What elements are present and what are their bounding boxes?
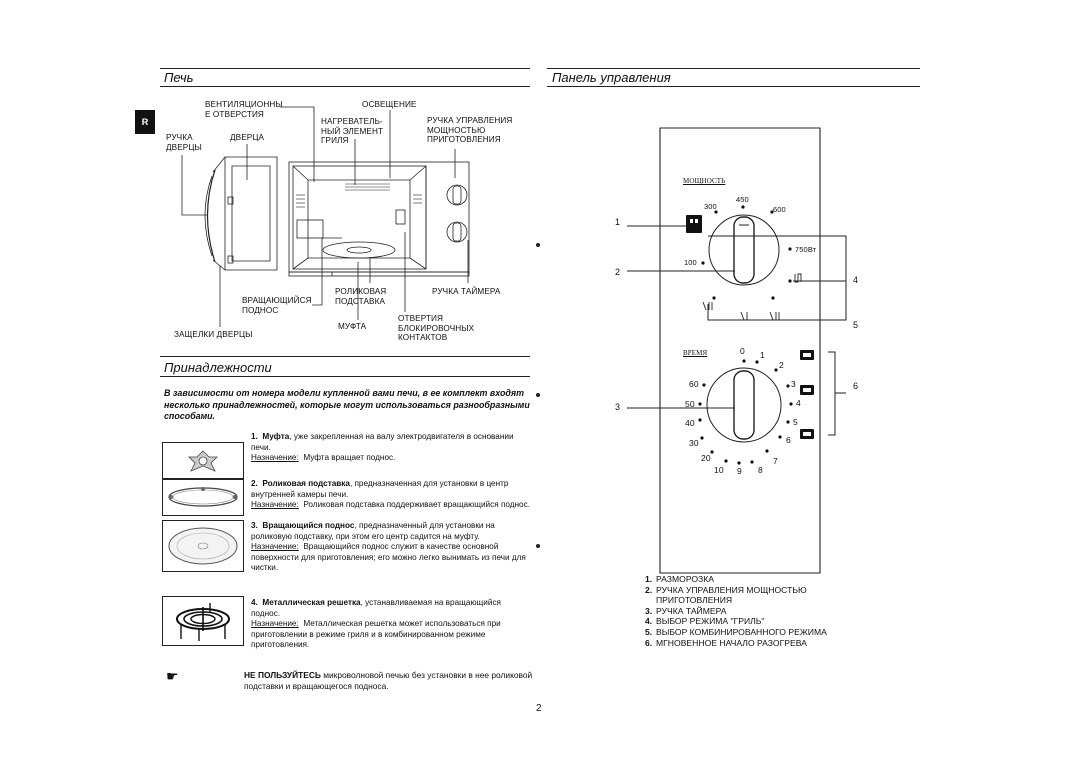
accessory-item-3: 3. Вращающийся поднос, предназначенный д… [251,521,526,573]
timer-mark-2: 2 [779,360,784,370]
roller-label: РОЛИКОВАЯ ПОДСТАВКА [335,287,387,306]
power-mark-450: 450 [736,195,749,204]
timer-mark-8: 8 [758,465,763,475]
accessory-item-4: 4. Металлическая решетка, устанавливаема… [251,598,501,650]
door-label: ДВЕРЦА [230,133,265,142]
timer-mark-20: 20 [701,453,711,463]
timer-mark-50: 50 [685,399,695,409]
timer-knob-label: РУЧКА ТАЙМЕРА [432,287,501,296]
light-label: ОСВЕЩЕНИЕ [362,100,417,109]
power-knob-label: РУЧКА УПРАВЛЕНИЯ МОЩНОСТЬЮ ПРИГОТОВЛЕНИЯ [427,116,513,145]
accessories-section-rule [160,376,530,377]
legend-item: 2.РУЧКА УПРАВЛЕНИЯ МОЩНОСТЬЮ [645,584,807,595]
timer-mark-0: 0 [740,346,745,356]
callout-4: 4 [853,275,859,285]
legend-item: 4.ВЫБОР РЕЖИМА "ГРИЛЬ" [645,616,765,627]
purpose-label: Назначение: [251,453,299,463]
power-mark-100: 100 [684,258,697,267]
accessories-intro: В зависимости от номера модели купленной… [164,388,530,421]
roller-ring-image [162,479,244,516]
warning-text: НЕ ПОЛЬЗУЙТЕСЬ микроволновой печью без у… [244,670,533,691]
callout-1: 1 [615,217,621,227]
accessories-top-rule [160,356,530,357]
legend-item: 1.РАЗМОРОЗКА [645,574,714,584]
timer-mark-7: 7 [773,456,778,466]
timer-mark-9: 9 [737,466,742,476]
accessory-item-1: 1. Муфта, уже закрепленная на валу элект… [251,432,514,463]
vent-label: ВЕНТИЛЯЦИОННЫ Е ОТВЕРСТИЯ [205,100,283,119]
timer-mark-3: 3 [791,379,796,389]
metal-rack-image [162,596,244,646]
purpose-label: Назначение: [251,542,299,552]
timer-mark-4: 4 [796,398,801,408]
oven-section-rule [160,86,530,87]
panel-top-rule [547,68,920,69]
callout-2: 2 [615,267,621,277]
timer-mark-40: 40 [685,418,695,428]
grill-label: НАГРЕВАТЕЛЬ- НЫЙ ЭЛЕМЕНТ ГРИЛЯ [321,117,384,146]
power-title: МОЩНОСТЬ [683,177,726,185]
power-mark-750: 750Вт [795,245,817,254]
side-tab: R [135,110,155,134]
latches-label: ЗАЩЕЛКИ ДВЕРЦЫ [174,330,253,339]
panel-section-title: Панель управления [552,70,671,85]
callout-3: 3 [615,402,621,412]
hand-pointer-icon: ☛ [166,668,179,684]
oven-top-rule [160,68,530,69]
legend-item: 6.МГНОВЕННОЕ НАЧАЛО РАЗОГРЕВА [645,637,807,648]
timer-mark-1: 1 [760,350,765,360]
handle-label: РУЧКА ДВЕРЦЫ [166,133,202,152]
interlock-label: ОТВЕРТИЯ БЛОКИРОВОЧНЫХ КОНТАКТОВ [398,314,475,343]
timer-mark-10: 10 [714,465,724,475]
timer-mark-60: 60 [689,379,699,389]
timer-mark-5: 5 [793,417,798,427]
power-mark-300: 300 [704,202,717,211]
legend-item: ПРИГОТОВЛЕНИЯ [656,595,733,606]
turntable-image [162,520,244,572]
oven-section-title: Печь [164,70,194,85]
power-mark-600: 600 [773,205,786,214]
callout-5: 5 [853,320,859,330]
coupler-image [162,442,244,479]
timer-title: ВРЕМЯ [683,349,708,357]
timer-mark-6: 6 [786,435,791,445]
accessories-section-title: Принадлежности [164,360,272,375]
legend-item: 3.РУЧКА ТАЙМЕРА [645,605,727,616]
panel-section-rule [547,86,920,87]
timer-mark-30: 30 [689,438,699,448]
accessory-item-2: 2. Роликовая подставка, предназначенная … [251,479,530,510]
callout-6: 6 [853,381,859,391]
purpose-label: Назначение: [251,500,299,510]
coupler-label: МУФТА [338,322,367,331]
legend-item: 5.ВЫБОР КОМБИНИРОВАННОГО РЕЖИМА [645,626,827,637]
page-number: 2 [536,703,542,714]
panel-legend: 1.РАЗМОРОЗКА 2.РУЧКА УПРАВЛЕНИЯ МОЩНОСТЬ… [645,574,827,648]
tray-label: ВРАЩАЮЩИЙСЯ ПОДНОС [242,296,312,315]
purpose-label: Назначение: [251,619,299,629]
